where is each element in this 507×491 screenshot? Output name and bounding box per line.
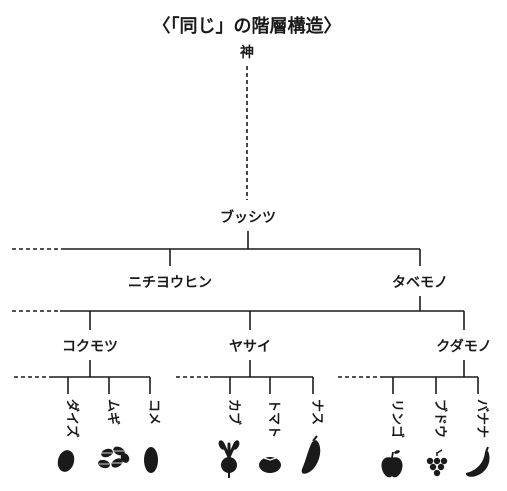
eggplant-icon <box>301 435 321 474</box>
tomato-icon <box>259 457 281 473</box>
leaf-label-ringo: リンゴ <box>389 399 405 438</box>
turnip-icon <box>218 440 240 478</box>
leaf-label-kome: コメ <box>146 399 161 425</box>
node-busshitsu: ブッシツ <box>220 209 276 226</box>
node-yasai: ヤサイ <box>229 339 271 355</box>
root-node-god: 神 <box>240 44 254 61</box>
leaf-label-nasu: ナス <box>309 399 324 425</box>
leaf-label-mugi: ムギ <box>105 399 121 425</box>
node-kudamono: クダモノ <box>436 338 491 355</box>
soybean-icon <box>57 450 75 472</box>
node-tabemono: タベモノ <box>392 275 448 291</box>
node-nichiyouhin: ニチヨウヒン <box>128 275 212 291</box>
leaf-label-tomato: トマト <box>266 399 281 438</box>
grapes-icon <box>426 449 448 477</box>
rice-grain-icon <box>144 447 158 473</box>
wheat-grains-icon <box>98 446 130 469</box>
diagram-title: 〈「同じ」の階層構造〉 <box>153 15 342 37</box>
banana-icon <box>465 446 490 477</box>
node-kokumotsu: コクモツ <box>62 339 118 355</box>
leaf-label-banana: バナナ <box>474 399 489 438</box>
leaf-label-budou: ブドウ <box>432 399 448 438</box>
leaf-label-daizu: ダイズ <box>64 399 80 438</box>
leaf-label-kabu: カブ <box>226 399 242 425</box>
apple-icon <box>381 450 403 478</box>
